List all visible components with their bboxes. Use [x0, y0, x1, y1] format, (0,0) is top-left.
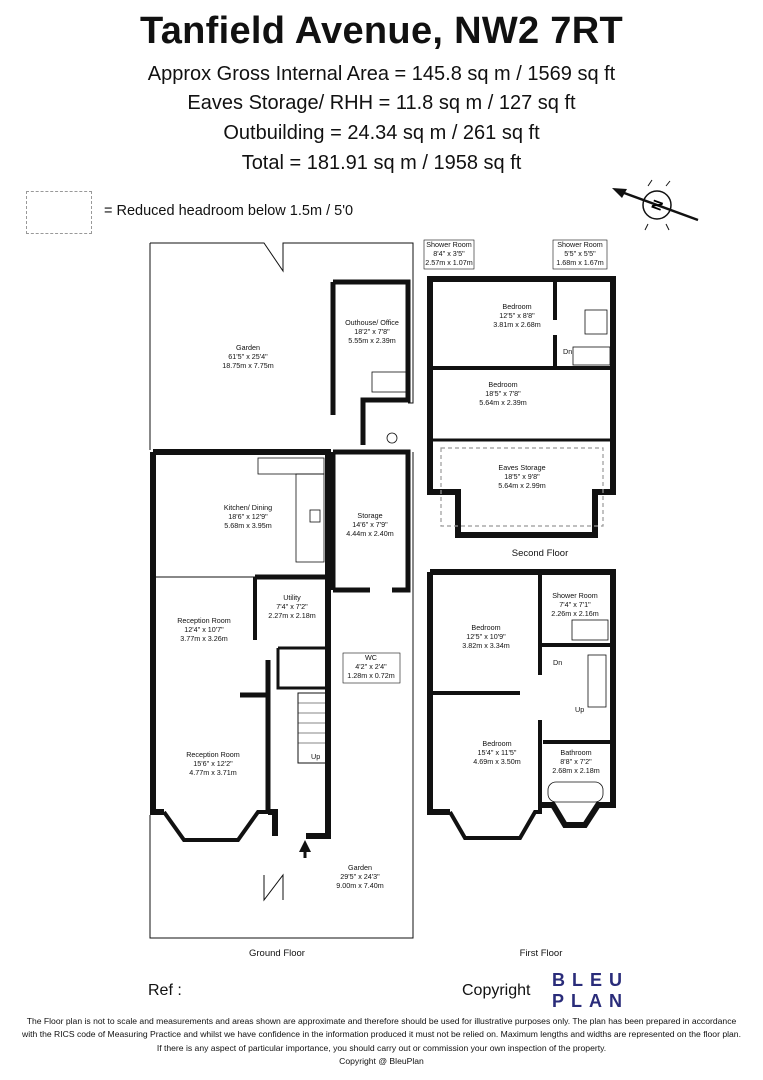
room-wc-imp: 4'2" x 2'4" [355, 662, 387, 671]
room-eaves-name: Eaves Storage [498, 463, 545, 472]
room-shower-sf2-met: 1.68m x 1.67m [556, 258, 604, 267]
compass-icon: N [612, 179, 699, 231]
disclaimer: The Floor plan is not to scale and measu… [0, 1015, 763, 1068]
first-floor-label: First Floor [520, 948, 563, 959]
room-bed-sf1-name: Bedroom [502, 302, 531, 311]
room-storage-met: 4.44m x 2.40m [346, 529, 394, 538]
room-shower-sf2-imp: 5'5" x 5'5" [564, 249, 596, 258]
room-shower-sf1-name: Shower Room [426, 240, 472, 249]
room-reception2-imp: 15'6" x 12'2" [193, 759, 233, 768]
disclaimer-line-3: If there is any aspect of particular imp… [156, 1042, 607, 1053]
room-garden-rear-name: Garden [236, 343, 260, 352]
room-reception1-met: 3.77m x 3.26m [180, 634, 228, 643]
room-bath-ff-met: 2.68m x 2.18m [552, 766, 600, 775]
stairs-down-second: Dn [563, 347, 572, 356]
room-bed-sf1-met: 3.81m x 2.68m [493, 320, 541, 329]
reduced-headroom-swatch [26, 191, 92, 234]
room-garden-front-imp: 29'5" x 24'3" [340, 872, 380, 881]
room-eaves-met: 5.64m x 2.99m [498, 481, 546, 490]
room-garden-front-met: 9.00m x 7.40m [336, 881, 384, 890]
room-reception2-met: 4.77m x 3.71m [189, 768, 237, 777]
stairs-down-first: Dn [553, 658, 562, 667]
room-bed-sf2-imp: 18'5" x 7'8" [485, 389, 521, 398]
disclaimer-line-1: The Floor plan is not to scale and measu… [26, 1016, 737, 1026]
room-shower-sf1-imp: 8'4" x 3'5" [433, 249, 465, 258]
second-floor-plan [427, 276, 616, 538]
room-shower-ff-met: 2.26m x 2.16m [551, 609, 599, 618]
room-shower-sf1-met: 2.57m x 1.07m [425, 258, 473, 267]
room-bath-ff-imp: 8'8" x 7'2" [560, 757, 592, 766]
disclaimer-line-2: with the RICS code of Measuring Practice… [22, 1029, 741, 1040]
room-outhouse-name: Outhouse/ Office [345, 318, 399, 327]
room-bed-ff1-name: Bedroom [471, 623, 500, 632]
room-reception1-imp: 12'4" x 10'7" [184, 625, 224, 634]
room-garden-front-name: Garden [348, 863, 372, 872]
stairs-up-first: Up [575, 705, 584, 714]
room-utility-imp: 7'4" x 7'2" [276, 602, 308, 611]
disclaimer-line-4: Copyright @ BleuPlan [339, 1055, 424, 1066]
outbuilding-area-line: Outbuilding = 24.34 sq m / 261 sq ft [223, 122, 540, 144]
room-outhouse-met: 5.55m x 2.39m [348, 336, 396, 345]
room-bed-sf1-imp: 12'5" x 8'8" [499, 311, 535, 320]
plan-title: Tanfield Avenue, NW2 7RT [140, 10, 623, 52]
ground-floor-plan [149, 242, 414, 939]
first-floor-plan [427, 569, 616, 840]
room-utility-name: Utility [283, 593, 301, 602]
room-garden-rear-imp: 61'5" x 25'4" [228, 352, 268, 361]
room-kitchen-name: Kitchen/ Dining [224, 503, 272, 512]
room-bed-sf2-met: 5.64m x 2.39m [479, 398, 527, 407]
room-reception1-name: Reception Room [177, 616, 231, 625]
room-bed-ff1-imp: 12'5" x 10'9" [466, 632, 506, 641]
room-garden-rear-met: 18.75m x 7.75m [222, 361, 274, 370]
second-floor-label: Second Floor [512, 548, 569, 559]
room-bed-ff2-imp: 15'4" x 11'5" [478, 748, 517, 757]
bleuplan-logo: BLEU PLAN [552, 970, 629, 1012]
room-shower-ff-imp: 7'4" x 7'1" [559, 600, 591, 609]
room-bed-sf2-name: Bedroom [488, 380, 517, 389]
gross-area-line: Approx Gross Internal Area = 145.8 sq m … [147, 63, 616, 85]
room-storage-imp: 14'6" x 7'9" [352, 520, 388, 529]
room-wc-name: WC [365, 653, 377, 662]
total-area-line: Total = 181.91 sq m / 1958 sq ft [241, 152, 522, 174]
logo-bottom: PLAN [552, 991, 629, 1011]
room-shower-sf2-name: Shower Room [557, 240, 603, 249]
room-outhouse-imp: 18'2" x 7'8" [354, 327, 390, 336]
room-utility-met: 2.27m x 2.18m [268, 611, 316, 620]
eaves-area-line: Eaves Storage/ RHH = 11.8 sq m / 127 sq … [187, 92, 576, 114]
room-bed-ff1-met: 3.82m x 3.34m [462, 641, 510, 650]
room-eaves-imp: 18'5" x 9'8" [504, 472, 540, 481]
stairs-up-ground: Up [311, 752, 320, 761]
room-reception2-name: Reception Room [186, 750, 240, 759]
copyright-label: Copyright [462, 982, 531, 999]
legend-label: = Reduced headroom below 1.5m / 5'0 [104, 203, 354, 219]
room-storage-name: Storage [357, 511, 382, 520]
room-shower-ff-name: Shower Room [552, 591, 598, 600]
ground-floor-label: Ground Floor [249, 948, 305, 959]
room-wc-met: 1.28m x 0.72m [347, 671, 395, 680]
room-kitchen-imp: 18'6" x 12'9" [228, 512, 268, 521]
room-kitchen-met: 5.68m x 3.95m [224, 521, 272, 530]
room-bed-ff2-met: 4.69m x 3.50m [473, 757, 521, 766]
room-bed-ff2-name: Bedroom [482, 739, 511, 748]
logo-top: BLEU [552, 970, 629, 990]
reference-label: Ref : [148, 982, 182, 999]
room-bath-ff-name: Bathroom [560, 748, 591, 757]
